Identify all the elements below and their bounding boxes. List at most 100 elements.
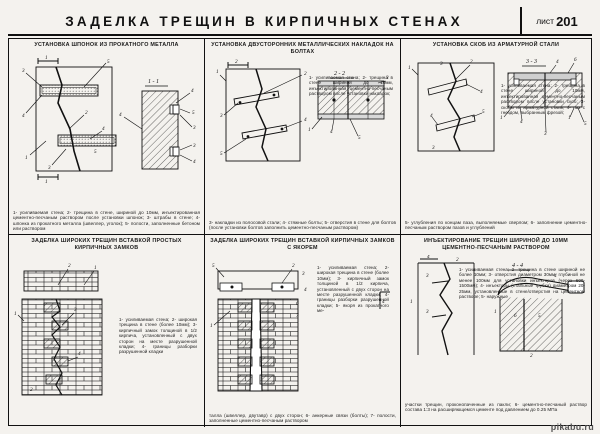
svg-text:3: 3: [302, 271, 305, 277]
svg-text:5: 5: [107, 59, 110, 65]
svg-text:3: 3: [193, 125, 196, 131]
svg-text:3: 3: [193, 143, 196, 149]
svg-text:3: 3: [22, 68, 25, 74]
svg-text:2 - 2: 2 - 2: [334, 71, 345, 77]
svg-text:2: 2: [68, 263, 71, 269]
svg-text:2: 2: [530, 353, 533, 359]
diagram-zamki-yakor: 5 2 4: [210, 263, 307, 392]
svg-text:6: 6: [574, 57, 577, 63]
svg-text:4: 4: [382, 298, 385, 305]
svg-text:5: 5: [482, 109, 485, 115]
svg-text:3: 3: [432, 145, 435, 151]
svg-text:4: 4: [191, 87, 194, 94]
svg-text:5: 5: [538, 313, 541, 319]
svg-text:1: 1: [500, 115, 503, 121]
drawing-3: 1 2 3 4 5 4 3 3 - 3: [404, 51, 588, 155]
svg-text:5: 5: [584, 121, 587, 127]
svg-text:1: 1: [410, 299, 413, 305]
svg-text:1: 1: [494, 309, 497, 315]
legend-5-right: 1- усиливаемая стена; 2- широкая трещина…: [317, 265, 389, 314]
svg-text:2: 2: [456, 257, 459, 263]
svg-text:4: 4: [193, 158, 196, 165]
panel-title-2: УСТАНОВКА ДВУСТОРОННИХ МЕТАЛЛИЧЕСКИХ НАК…: [211, 42, 394, 56]
panel-nakladki: УСТАНОВКА ДВУСТОРОННИХ МЕТАЛЛИЧЕСКИХ НАК…: [205, 39, 401, 235]
svg-text:5: 5: [212, 263, 215, 269]
panel-grid: УСТАНОВКА ШПОНОК ИЗ ПРОКАТНОГО МЕТАЛЛА: [8, 38, 592, 427]
diagram-zamki-prostye: 2 1 1: [14, 263, 103, 396]
svg-text:1: 1: [216, 69, 219, 75]
svg-text:3: 3: [440, 61, 443, 67]
panel-title-4: ЗАДЕЛКА ШИРОКИХ ТРЕЩИН ВСТАВКОЙ ПРОСТЫХ …: [31, 238, 182, 252]
svg-text:4: 4: [427, 255, 430, 260]
svg-text:4: 4: [520, 118, 523, 125]
page-title: ЗАДЕЛКА ТРЕЩИН В КИРПИЧНЫХ СТЕНАХ: [65, 13, 463, 29]
svg-text:2: 2: [470, 59, 473, 65]
legend-5-bottom: талла (швеллер, двутавр) с двух сторон; …: [209, 412, 396, 424]
diagram-shponki: 1 1 3 4: [22, 55, 196, 183]
panel-title-6: ИНЪЕКТИРОВАНИЕ ТРЕЩИН ШИРИНОЙ ДО 10ММ ЦЕ…: [424, 238, 568, 252]
svg-text:3: 3: [74, 307, 77, 313]
svg-text:2: 2: [292, 263, 295, 269]
svg-text:4 - 4: 4 - 4: [512, 262, 523, 269]
panel-zamki-prostye: ЗАДЕЛКА ШИРОКИХ ТРЕЩИН ВСТАВКОЙ ПРОСТЫХ …: [9, 235, 205, 427]
svg-text:4: 4: [22, 112, 25, 119]
panel-title-1: УСТАНОВКА ШПОНОК ИЗ ПРОКАТНОГО МЕТАЛЛА: [34, 42, 179, 48]
drawing-4: 2 1 1: [12, 255, 201, 405]
svg-text:3: 3: [220, 113, 223, 119]
svg-text:3 - 3: 3 - 3: [525, 59, 537, 65]
svg-text:4: 4: [554, 272, 557, 279]
svg-text:1: 1: [210, 323, 213, 329]
legend-6-bottom: участки трещин, проконопаченные из пакли…: [405, 401, 587, 413]
svg-text:4: 4: [304, 286, 307, 293]
svg-text:3: 3: [426, 273, 429, 279]
svg-text:3: 3: [544, 131, 547, 137]
panel-shponki: УСТАНОВКА ШПОНОК ИЗ ПРОКАТНОГО МЕТАЛЛА: [9, 39, 205, 235]
svg-text:5: 5: [192, 110, 195, 116]
svg-text:2: 2: [85, 110, 88, 116]
svg-text:5: 5: [220, 151, 223, 157]
legend-1: 1- усиливаемая стена; 2- трещина в стене…: [13, 209, 200, 232]
legend-2-bottom: 3- накладки из полосовой стали; 4- стяжн…: [209, 219, 396, 231]
panel-zamki-yakor: ЗАДЕЛКА ШИРОКИХ ТРЕЩИН ВСТАВКОЙ КИРПИЧНЫ…: [205, 235, 401, 427]
diagram-nakladki: 2 1 2 3 4 5 2 - 2: [216, 59, 389, 162]
sheet-number: 201: [556, 13, 578, 29]
svg-text:5: 5: [358, 135, 361, 141]
svg-text:3: 3: [48, 165, 51, 171]
drawing-6: 3 3 2 1 4 4 - 4 6 5 4: [404, 255, 588, 359]
panel-skoby: УСТАНОВКА СКОБ ИЗ АРМАТУРНОЙ СТАЛИ 1: [401, 39, 591, 235]
drawing-2: 2 1 2 3 4 5 2 - 2: [208, 59, 397, 171]
svg-text:4: 4: [556, 58, 559, 65]
section-mark-5: 4: [378, 289, 392, 311]
svg-text:1: 1: [308, 127, 311, 133]
legend-2-right: 1- усиливаемая стена; 2- трещина в стене…: [309, 75, 393, 97]
svg-text:1: 1: [45, 55, 48, 61]
svg-text:4: 4: [102, 125, 105, 132]
svg-text:2: 2: [304, 71, 307, 77]
svg-text:1: 1: [408, 65, 411, 71]
svg-text:6: 6: [514, 313, 517, 319]
watermark: pikabu.ru: [550, 422, 594, 432]
sheet-header: ЗАДЕЛКА ТРЕЩИН В КИРПИЧНЫХ СТЕНАХ лист 2…: [8, 7, 592, 36]
svg-text:4: 4: [304, 116, 307, 123]
sheet-number-box: лист 201: [520, 7, 592, 35]
svg-text:7: 7: [296, 313, 299, 319]
svg-text:5: 5: [94, 149, 97, 155]
svg-text:1: 1: [25, 155, 28, 161]
svg-text:2: 2: [30, 387, 33, 393]
panel-inektirovanie: ИНЪЕКТИРОВАНИЕ ТРЕЩИН ШИРИНОЙ ДО 10ММ ЦЕ…: [401, 235, 591, 427]
drawing-5: 5 2 4: [208, 255, 397, 401]
svg-text:3: 3: [386, 75, 389, 81]
svg-text:1: 1: [14, 311, 17, 317]
svg-text:4: 4: [330, 128, 333, 135]
svg-text:6: 6: [296, 301, 299, 307]
svg-text:2: 2: [235, 59, 238, 65]
svg-text:1: 1: [568, 115, 571, 121]
sheet-label: лист: [536, 16, 555, 26]
svg-text:4: 4: [430, 112, 433, 119]
panel-title-3: УСТАНОВКА СКОБ ИЗ АРМАТУРНОЙ СТАЛИ: [432, 42, 560, 48]
legend-4: 1- усиливаемая стена; 2- широкая трещина…: [119, 317, 197, 355]
diagram-skoby: 1 2 3 4 5 4 3 3 - 3: [408, 57, 587, 152]
legend-3-bottom: 5- углубления по концам паза, выполняемы…: [405, 219, 587, 231]
diagram-inektirovanie: 3 3 2 1 4 4 - 4 6 5 4: [410, 255, 585, 359]
